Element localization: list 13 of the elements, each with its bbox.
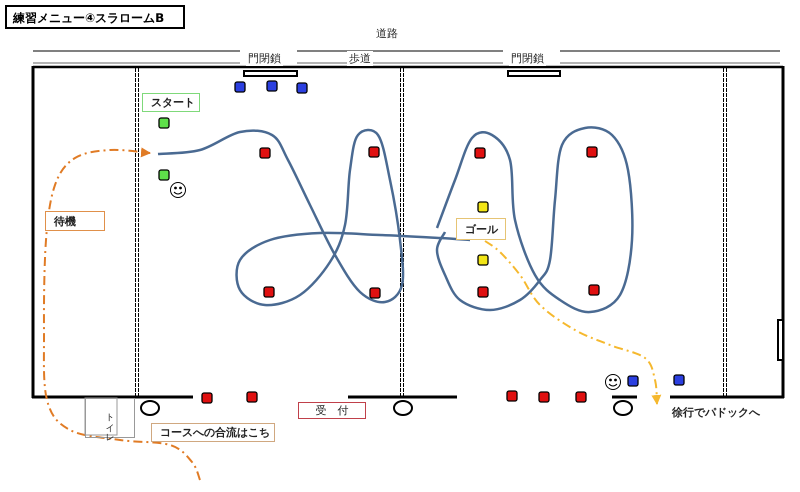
sign-box: 受 付: [298, 402, 366, 419]
title-box: 練習メニュー④スラロームB: [5, 5, 185, 29]
sign-box: スタート: [142, 93, 200, 112]
toilet-box: トイレ: [85, 398, 135, 438]
sign-box: 待機: [45, 211, 105, 231]
sign-box: ゴール: [456, 218, 506, 240]
place-label: 道路: [374, 26, 400, 41]
place-label: 門閉鎖: [509, 51, 546, 66]
place-label: 歩道: [347, 51, 373, 66]
route-arrow: [484, 240, 662, 405]
sign-box: コースへの合流はこち: [151, 423, 275, 442]
place-label: 門閉鎖: [246, 51, 283, 66]
route-note: 徐行でパドックへ: [650, 405, 762, 423]
